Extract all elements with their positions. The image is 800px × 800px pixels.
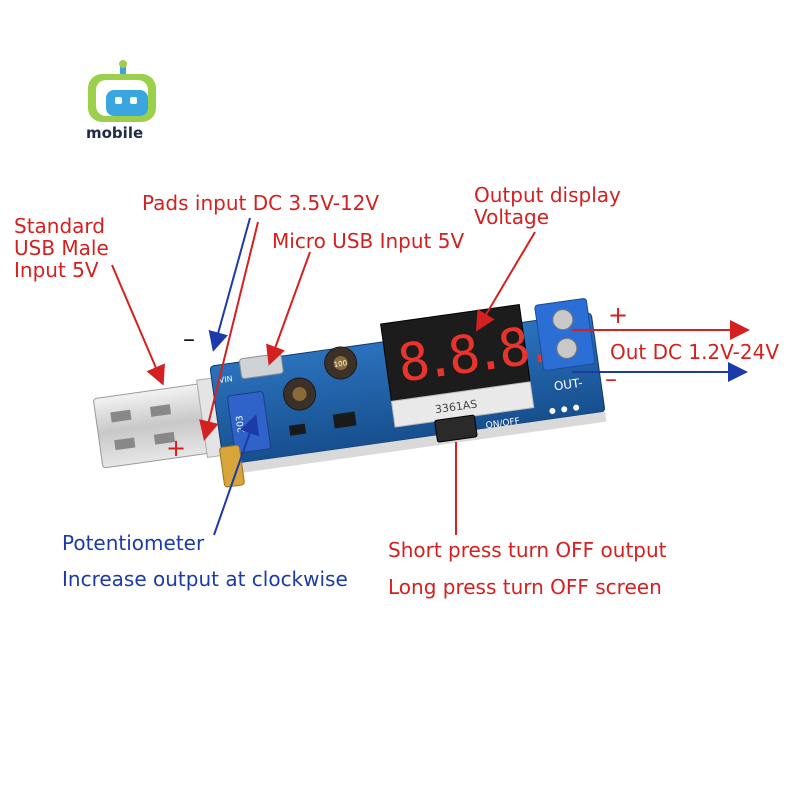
label-button-short-press: Short press turn OFF output — [388, 538, 667, 562]
label-out-dc: Out DC 1.2V-24V — [610, 340, 780, 364]
label-pads-input: Pads input DC 3.5V-12V — [142, 191, 380, 215]
brand-name: mobile — [86, 124, 144, 142]
svg-text:OUT-: OUT- — [553, 376, 583, 394]
potentiometer-knob — [219, 444, 245, 488]
label-output-display-line1: Output display — [474, 183, 621, 207]
svg-text:VIN: VIN — [218, 374, 233, 385]
onoff-button — [434, 414, 478, 443]
minus-sign-usb: – — [183, 325, 195, 353]
pcb-board: VIN 203 100 8.8.8. 3361AS — [209, 298, 607, 488]
plus-sign-output: + — [608, 301, 629, 329]
label-output-display-line2: Voltage — [474, 205, 550, 229]
annotation-arrows — [111, 217, 750, 536]
label-button-long-press: Long press turn OFF screen — [388, 575, 662, 599]
potentiometer — [227, 390, 272, 454]
label-potentiometer: Potentiometer — [62, 531, 205, 555]
svg-text:100: 100 — [333, 359, 347, 369]
minus-sign-output: – — [605, 365, 617, 393]
label-usb-male-line3: Input 5V — [14, 258, 99, 282]
usb-male-plug — [93, 376, 228, 469]
label-usb-male-line1: Standard — [14, 214, 105, 238]
svg-text:ON/OFF: ON/OFF — [485, 417, 520, 432]
label-usb-male-line2: USB Male — [14, 236, 109, 260]
svg-text:3361AS: 3361AS — [434, 397, 478, 416]
output-terminal-block — [534, 298, 596, 371]
label-potentiometer-note: Increase output at clockwise — [62, 567, 348, 591]
label-micro-usb: Micro USB Input 5V — [272, 229, 465, 253]
plus-sign-pads: + — [166, 434, 187, 462]
seven-segment-display: 8.8.8. 3361AS — [380, 304, 553, 428]
